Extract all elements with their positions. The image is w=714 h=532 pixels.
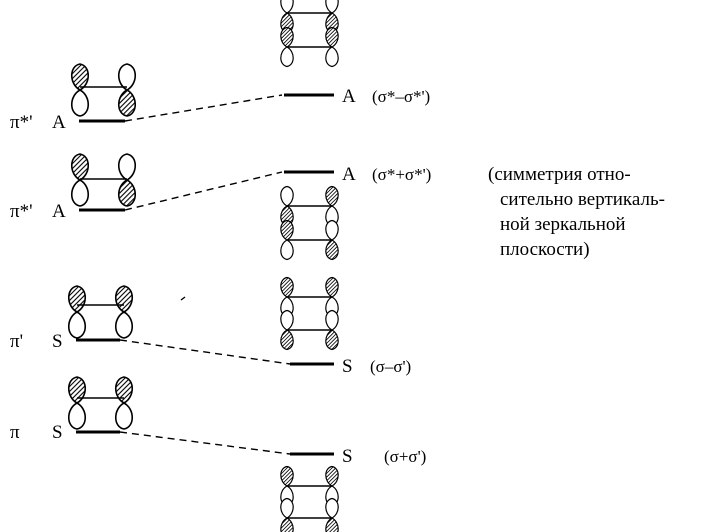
stray-mark — [180, 296, 186, 301]
correlation-line-1 — [124, 94, 283, 122]
right-orbital-sigma-minus — [280, 276, 339, 351]
left-level-name-2: π*' — [10, 201, 33, 222]
correlation-line-4 — [119, 431, 291, 455]
right-level-sym-3: S — [342, 356, 353, 377]
right-level-sym-1: A — [342, 86, 356, 107]
right-level-label-3: (σ–σ') — [370, 357, 411, 376]
left-level-name-3: π' — [10, 331, 23, 352]
right-level-sym-4: S — [342, 446, 353, 467]
left-level-name-1: π*' — [10, 112, 33, 133]
left-orbital-pistar-2 — [70, 153, 137, 207]
right-orbital-sigmastar-plus — [280, 185, 339, 261]
symmetry-note: (симметрия отно- сительно вертикаль- ной… — [488, 164, 665, 260]
right-level-label-4: (σ+σ') — [384, 447, 426, 466]
note-line-2: сительно вертикаль- — [500, 189, 665, 210]
left-level-sym-1: A — [52, 112, 66, 133]
correlation-line-2 — [124, 171, 283, 211]
right-level-sym-2: A — [342, 164, 356, 185]
right-orbital-sigmastar-minus — [280, 0, 339, 68]
note-line-3: ной зеркальной — [500, 214, 626, 235]
right-level-label-1: (σ*–σ*') — [372, 87, 430, 106]
correlation-line-3 — [119, 339, 291, 365]
left-orbital-pi — [67, 376, 134, 430]
left-level-sym-3: S — [52, 331, 63, 352]
left-level-sym-2: A — [52, 201, 66, 222]
left-orbital-pistar-1 — [70, 63, 137, 117]
left-level-sym-4: S — [52, 422, 63, 443]
right-level-label-2: (σ*+σ*') — [372, 165, 431, 184]
left-level-name-4: π — [10, 422, 20, 443]
note-line-4: плоскости) — [500, 239, 590, 260]
left-orbital-piprime — [67, 285, 134, 339]
right-orbital-sigma-plus — [280, 465, 339, 532]
note-line-1: (симметрия отно- — [488, 164, 631, 185]
